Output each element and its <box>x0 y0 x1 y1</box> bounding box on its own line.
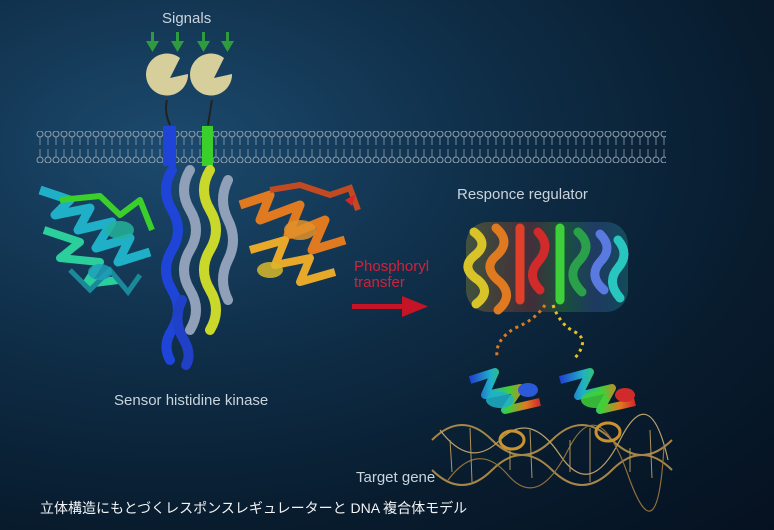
responce-regulator-label: Responce regulator <box>457 186 588 203</box>
tm-helix-green <box>202 126 213 166</box>
response-regulator-structure <box>463 222 629 315</box>
transfer-arrow-icon <box>352 296 428 317</box>
linker-left <box>495 304 547 357</box>
phosphoryl-line1: Phosphoryl <box>354 258 430 275</box>
phosphoryl-transfer-label: Phosphoryl transfer <box>354 259 429 291</box>
receptor-icon <box>146 53 233 96</box>
dna-helix <box>431 413 673 512</box>
sensor-kinase-structure <box>38 165 361 370</box>
down-arrow-icon <box>146 32 234 52</box>
phosphoryl-line2: transfer <box>354 274 405 291</box>
signals-label: Signals <box>162 10 212 27</box>
figure-caption: 立体構造にもとづくレスポンスレギュレーターと DNA 複合体モデル <box>40 500 468 516</box>
membrane-icon <box>36 131 666 163</box>
sensor-kinase-label: Sensor histidine kinase <box>114 392 269 409</box>
dna-binding-domains <box>468 368 636 414</box>
linker-right <box>551 304 584 359</box>
tm-helix-blue <box>163 126 176 166</box>
target-gene-label: Target gene <box>356 469 436 486</box>
